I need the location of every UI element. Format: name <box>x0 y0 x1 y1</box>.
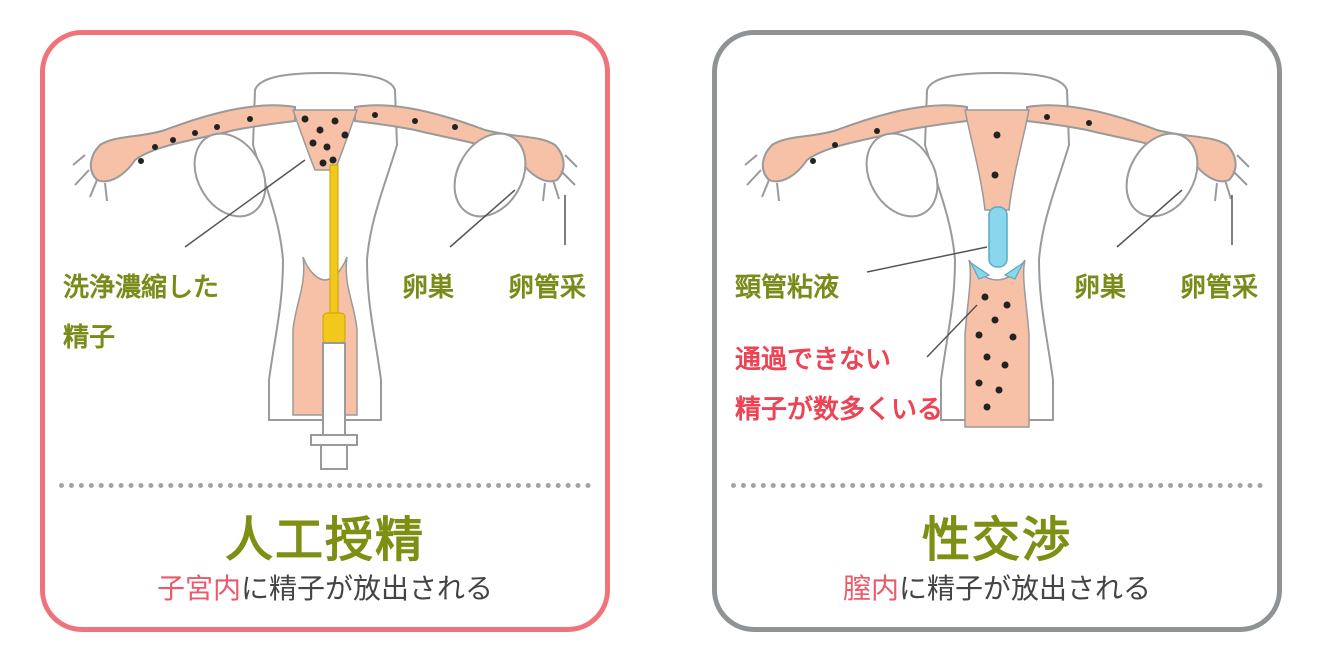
panel-caption: 子宮内に精子が放出される <box>45 567 605 607</box>
syringe-barrel <box>322 342 346 436</box>
blocked-sperm-label-line2: 精子が数多くいる <box>735 395 944 425</box>
caption-highlight: 膣内 <box>842 572 899 605</box>
uterus-outline <box>251 71 399 421</box>
sperm-cluster <box>810 114 1092 411</box>
caption-text: に精子が放出される <box>899 572 1152 605</box>
syringe-flange <box>310 434 358 446</box>
cervical-mucus <box>988 206 1008 268</box>
uterus-intercourse-illustration <box>744 71 1250 428</box>
left-fimbriae <box>72 154 108 202</box>
syringe-plunger <box>320 444 348 470</box>
right-fimbriae <box>542 154 578 202</box>
uterus-iui-illustration <box>72 71 578 470</box>
ovary-label: 卵巣 <box>402 273 455 303</box>
vaginal-canal <box>964 259 1030 428</box>
panel-caption: 膣内に精子が放出される <box>717 567 1277 607</box>
sperm-leader-line <box>184 159 306 248</box>
ovary-leader-line <box>1116 189 1183 248</box>
mucus-right-fold <box>1003 261 1025 280</box>
left-ovary <box>865 132 939 218</box>
mucus-leader-line <box>866 246 988 273</box>
sperm-cluster <box>138 112 458 167</box>
blocked-sperm-label-line1: 通過できない <box>735 345 892 375</box>
tube-label: 卵管采 <box>508 273 587 303</box>
uterine-cavity <box>964 109 1030 211</box>
right-ovary <box>1125 132 1199 218</box>
intercourse-panel: 頸管粘液 通過できない 精子が数多くいる 卵巣 卵管采 性交渉 膣内に精子が放出… <box>712 30 1282 632</box>
mucus-left-fold <box>969 261 991 280</box>
syringe-needle <box>329 164 339 326</box>
panel-title: 人工授精 <box>224 512 425 568</box>
mucus-label: 頸管粘液 <box>735 273 840 303</box>
right-tube <box>1026 104 1237 183</box>
dotted-divider <box>59 483 591 488</box>
right-tube <box>354 104 565 183</box>
sperm-label-line1: 洗浄濃縮した <box>63 273 220 303</box>
iui-panel: 洗浄濃縮した 精子 卵巣 卵管采 人工授精 子宮内に精子が放出される <box>40 30 610 632</box>
left-tube <box>761 104 968 183</box>
panel-title: 性交渉 <box>921 512 1072 568</box>
dotted-divider <box>731 483 1263 488</box>
left-tube <box>89 104 296 183</box>
tube-label: 卵管采 <box>1180 273 1259 303</box>
ovary-leader-line <box>449 189 516 248</box>
ovary-label: 卵巣 <box>1074 273 1127 303</box>
caption-text: に精子が放出される <box>241 572 494 605</box>
caption-highlight: 子宮内 <box>156 572 241 605</box>
left-ovary <box>193 132 267 218</box>
syringe-tip <box>322 312 346 344</box>
left-fimbriae <box>744 154 780 202</box>
blocked-sperm-leader-line <box>926 304 978 358</box>
sperm-label-line2: 精子 <box>63 323 116 353</box>
right-fimbriae <box>1214 154 1250 202</box>
